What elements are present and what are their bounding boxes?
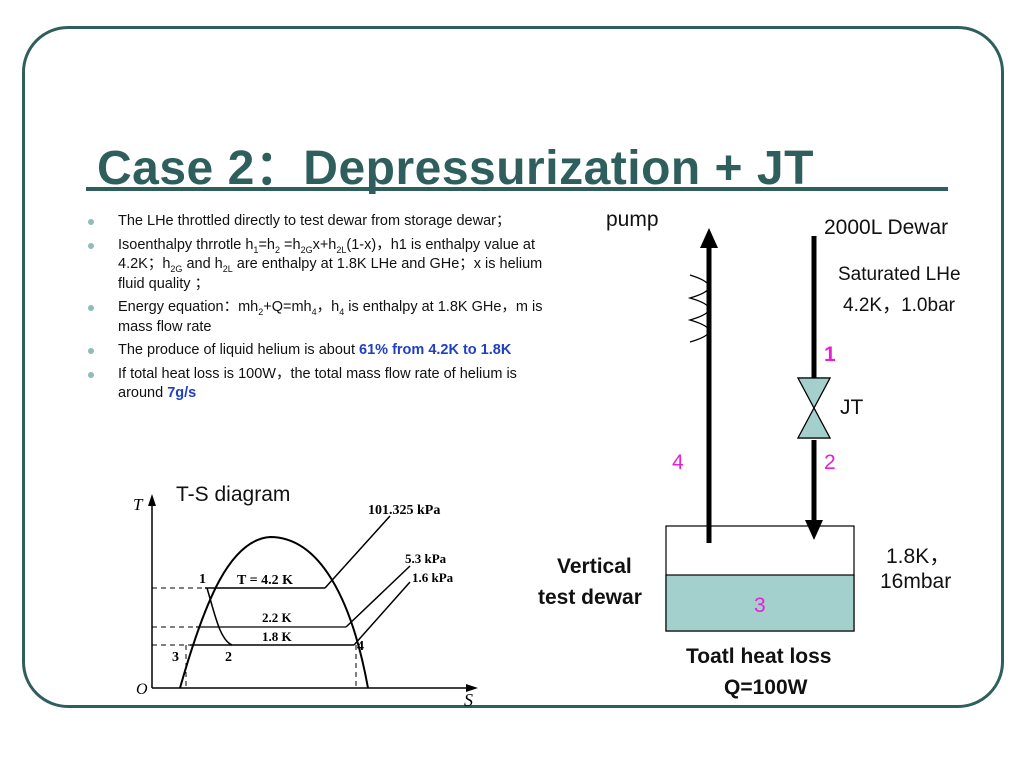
saturated-state-label: 4.2K，1.0bar xyxy=(843,295,955,316)
bullet-dot-icon xyxy=(88,305,94,311)
ts-axis-s-arrow xyxy=(466,684,478,692)
ts-isobar-label-3: 1.6 kPa xyxy=(412,570,454,585)
bullet-list: The LHe throttled directly to test dewar… xyxy=(82,212,552,408)
bullet-text: x+h xyxy=(312,236,337,253)
vertical-test-dewar-label-1: Vertical xyxy=(557,555,632,578)
ts-isobar-5.3kpa xyxy=(345,565,411,628)
node-4-label: 4 xyxy=(672,451,684,474)
bullet-text: ，h xyxy=(316,299,340,315)
bullet-item: Energy equation：mh2+Q=mh4，h4 is enthalpy… xyxy=(82,298,552,337)
subscript: 2L xyxy=(336,244,347,255)
bullet-text: =h xyxy=(258,236,275,253)
test-dewar-condition-temp: 1.8K， xyxy=(886,545,951,568)
node-2-label: 2 xyxy=(824,451,836,474)
bullet-item: Isoenthalpy thrrotle h1=h2 =h2Gx+h2L(1-x… xyxy=(82,236,552,295)
bullet-text: The LHe throttled directly to test dewar… xyxy=(118,213,511,229)
bullet-dot-icon xyxy=(88,242,94,249)
return-line-arrow xyxy=(700,228,718,248)
ts-origin-label: O xyxy=(136,681,148,698)
bullet-dot-icon xyxy=(88,348,94,354)
ts-axis-s-label: S xyxy=(464,690,473,710)
subscript: 4 xyxy=(339,306,345,317)
bullet-text: +Q=mh xyxy=(263,299,312,315)
test-dewar-condition-pressure: 16mbar xyxy=(880,570,952,593)
bullet-dot-icon xyxy=(88,371,94,378)
supply-line-arrow xyxy=(805,520,823,540)
subscript: 4 xyxy=(311,306,317,317)
bullet-text: =h xyxy=(280,236,301,253)
title-rule xyxy=(86,187,948,191)
ts-saturation-dome xyxy=(179,535,369,689)
subscript: 2L xyxy=(222,263,233,274)
highlight-text: 7g/s xyxy=(167,385,197,401)
test-dewar-liquid xyxy=(665,574,855,632)
ts-axis-t-label: T xyxy=(133,495,144,514)
ts-isobar-label-2: 5.3 kPa xyxy=(405,551,447,566)
bullet-text: are enthalpy at 1.8K LHe and GHe；x is he… xyxy=(118,256,543,292)
subscript: 2 xyxy=(258,306,264,317)
ts-isobar-1.6kpa xyxy=(353,581,411,646)
bullet-item: If total heat loss is 100W，the total mas… xyxy=(82,365,552,404)
ts-temp-label-4.2k: T = 4.2 K xyxy=(237,573,293,588)
ts-temp-label-2.2k: 2.2 K xyxy=(262,610,293,625)
subscript: 2G xyxy=(170,263,183,274)
bullet-text: The produce of liquid helium is about xyxy=(118,342,360,358)
slide-title: Case 2：Depressurization + JT xyxy=(97,142,814,195)
ts-point-2: 2 xyxy=(225,650,232,665)
bullet-text: is enthalpy at 1.8K GHe，m is mass flow r… xyxy=(118,299,543,335)
node-1-label: 1 xyxy=(824,343,836,366)
ts-axis-t-arrow xyxy=(148,494,156,506)
node-3-label: 3 xyxy=(754,594,766,617)
bullet-text: and h xyxy=(182,256,223,272)
bullet-text: (1-x)，h1 is enthalpy value at 4.2K；h xyxy=(118,236,535,273)
bullet-text: Energy equation：mh xyxy=(118,299,259,315)
highlight-text: 61% from 4.2K to 1.8K xyxy=(359,342,512,358)
subscript: 1 xyxy=(253,244,259,255)
ts-temp-label-1.8k: 1.8 K xyxy=(262,629,293,644)
storage-dewar-label: 2000L Dewar xyxy=(824,216,949,239)
bullet-text: If total heat loss is 100W，the total mas… xyxy=(118,365,517,402)
ts-throttle-curve xyxy=(206,587,233,646)
pump-label: pump xyxy=(606,208,659,231)
heat-loss-label: Toatl heat loss xyxy=(686,645,832,668)
subscript: 2 xyxy=(274,244,280,255)
ts-isobar-101kpa xyxy=(324,515,391,589)
slide-frame xyxy=(22,26,1004,708)
subscript: 2G xyxy=(300,244,313,255)
vertical-test-dewar-label-2: test dewar xyxy=(538,586,642,609)
bullet-item: The LHe throttled directly to test dewar… xyxy=(82,212,552,232)
saturated-lhe-label: Saturated LHe xyxy=(838,264,961,285)
ts-isobar-label-1: 101.325 kPa xyxy=(368,503,440,518)
bullet-text: Isoenthalpy thrrotle h xyxy=(118,236,254,253)
ts-point-1: 1 xyxy=(199,572,206,587)
bullet-dot-icon xyxy=(88,219,94,225)
ts-diagram-title: T-S diagram xyxy=(176,483,291,506)
ts-point-4: 4 xyxy=(357,639,364,654)
heat-loss-value: Q=100W xyxy=(724,676,808,699)
ts-point-3: 3 xyxy=(172,650,179,665)
bullet-item: The produce of liquid helium is about 61… xyxy=(82,341,552,361)
jt-label: JT xyxy=(840,396,864,419)
jt-valve-outline xyxy=(797,377,831,439)
heat-wave-icon xyxy=(687,274,710,343)
